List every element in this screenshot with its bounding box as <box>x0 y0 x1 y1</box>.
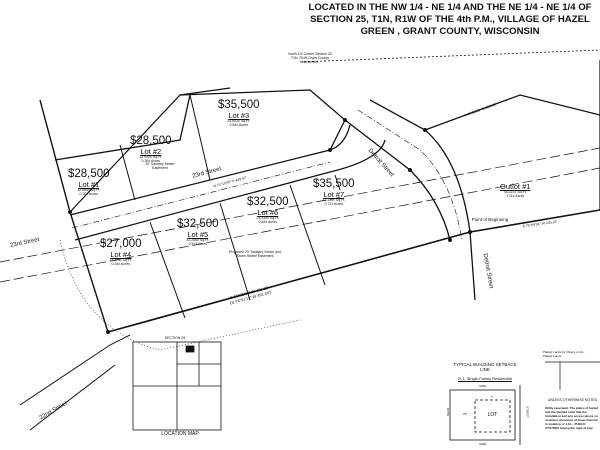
sewer-easement-line <box>0 167 600 283</box>
lot-name: Lot #1 <box>78 179 100 189</box>
survey-monuments <box>68 118 472 334</box>
point-of-beginning: Point of Beginning <box>471 217 509 222</box>
lot-acres: 0.54± Acres <box>229 122 249 127</box>
setback-diagram <box>449 385 521 445</box>
lot-acres: 0.54± Acres <box>111 261 131 266</box>
lot-2[interactable]: $28,500 Lot #2 13.000± Sq.Ft. 0.30± Acre… <box>130 135 172 164</box>
lot-area: 23,371± Sq.Ft. <box>109 257 133 262</box>
easement-note: Proposed 20' Sanitary Sewer and Storm Se… <box>228 250 282 258</box>
lot-area: 48,221± Sq.Ft. <box>503 190 527 195</box>
lot-name: Lot #7 <box>323 189 345 199</box>
lot-price: $28,500 <box>130 135 172 147</box>
sewer-easement-line <box>0 147 600 263</box>
detroit-street-west-line <box>344 119 451 241</box>
lot-5[interactable]: $32,500 Lot #5 22,286± Sq.Ft. 0.51± Acre… <box>177 218 219 247</box>
lot3-boundary <box>179 89 346 151</box>
notes-diagram <box>545 361 600 390</box>
lot-price: $32,500 <box>247 196 289 208</box>
location-map-section: SECTION 25 <box>164 336 186 340</box>
lot-name: Lot #5 <box>187 229 209 239</box>
sanitary-note: 20' Sanitary Sewer Easement <box>145 162 175 170</box>
detroit-street-centerline <box>357 109 463 241</box>
notes-body: Utility easement. The plates of buried a… <box>545 406 599 430</box>
location-map-grid <box>132 341 222 431</box>
lot-price: $28,500 <box>68 168 110 180</box>
lot-divider-6-7 <box>289 184 326 286</box>
outlot-1[interactable]: Outlot #1 48,221± Sq.Ft. 1.11± Acres <box>500 182 531 199</box>
setback-title: TYPICAL BUILDING SETBACK LINE <box>453 362 517 372</box>
lot-acres: 0.51± Acres <box>188 241 208 246</box>
setback-dim-front: 25' <box>463 412 467 416</box>
lot-name: Lot #3 <box>228 110 250 120</box>
lot-7[interactable]: $35,500 Lot #7 31,130± Sq.Ft. 0.72± Acre… <box>313 178 355 207</box>
lot-acres: 0.72± Acres <box>324 201 344 206</box>
notes-title: UNLESS OTHERWISE NOTED <box>547 398 598 402</box>
lot-divider-1-2 <box>119 144 136 201</box>
lot-name: Outlot #1 <box>500 182 531 191</box>
lot-acres: 0.54± Acres <box>258 219 278 224</box>
lot-6[interactable]: $32,500 Lot #6 23,339± Sq.Ft. 0.54± Acre… <box>247 196 289 225</box>
lot-area: 22,286± Sq.Ft. <box>186 237 210 242</box>
lot-divider-4-5 <box>149 221 186 319</box>
setback-zoning: R-1, Single-Family Residential <box>458 376 512 381</box>
23rd-street-south-line <box>74 139 386 241</box>
lot-3[interactable]: $35,500 Lot #3 23,602± Sq.Ft. 0.54± Acre… <box>218 99 260 128</box>
corner-label: North 1/4 Corner Section 25 T1N, R1W Gra… <box>288 52 332 64</box>
lot-area: 23,339± Sq.Ft. <box>256 215 280 220</box>
lot-name: Lot #4 <box>110 249 132 259</box>
outlot-boundary <box>424 94 600 131</box>
lot-area: 31,130± Sq.Ft. <box>322 197 346 202</box>
lot-4[interactable]: $27,000 Lot #4 23,371± Sq.Ft. 0.54± Acre… <box>100 238 142 267</box>
north-line-east <box>299 49 600 63</box>
setback-side-top: SIDE <box>478 384 486 388</box>
detroit-street-east-line <box>369 99 476 301</box>
setback-street: STREET <box>525 406 530 418</box>
23rd-street-centerline <box>71 161 331 229</box>
22nd-street-line <box>19 334 131 406</box>
lot-1[interactable]: $28,500 Lot #1 12.888± Sq.Ft. 0.30± Acre… <box>68 168 110 197</box>
lot-divider-2-3 <box>189 94 211 181</box>
setback-dim-side: 7' <box>490 395 494 399</box>
curve-dotted <box>59 239 301 351</box>
lot-price: $32,500 <box>177 218 219 230</box>
lot-divider-7 <box>334 174 341 191</box>
lot-acres: 0.30± Acres <box>79 191 99 196</box>
location-map-title: LOCATION MAP <box>161 431 199 437</box>
lot-acres: 1.11± Acres <box>506 194 525 199</box>
setback-lot: LOT <box>487 412 498 418</box>
lot-price: $35,500 <box>218 99 260 111</box>
lot-area: 23,602± Sq.Ft. <box>227 118 251 123</box>
22nd-street-line <box>29 364 116 431</box>
notes-legend: Platted Lands by Others or Un-Platted La… <box>543 350 585 358</box>
lot-area: 13.000± Sq.Ft. <box>139 154 163 159</box>
lot1-north-line <box>54 94 191 161</box>
lot-area: 12.888± Sq.Ft. <box>77 187 101 192</box>
setback-rear: REAR <box>446 407 450 417</box>
lot-price: $27,000 <box>100 238 142 250</box>
lot-name: Lot #6 <box>257 207 279 217</box>
west-boundary-line <box>39 99 109 333</box>
lot-name: Lot #2 <box>140 146 162 156</box>
setback-side-bottom: SIDE <box>478 442 486 446</box>
lot-acres: 0.30± Acres <box>141 158 161 163</box>
plat-title: LOCATED IN THE NW 1/4 - NE 1/4 AND THE N… <box>308 2 592 37</box>
lot-price: $35,500 <box>313 178 355 190</box>
